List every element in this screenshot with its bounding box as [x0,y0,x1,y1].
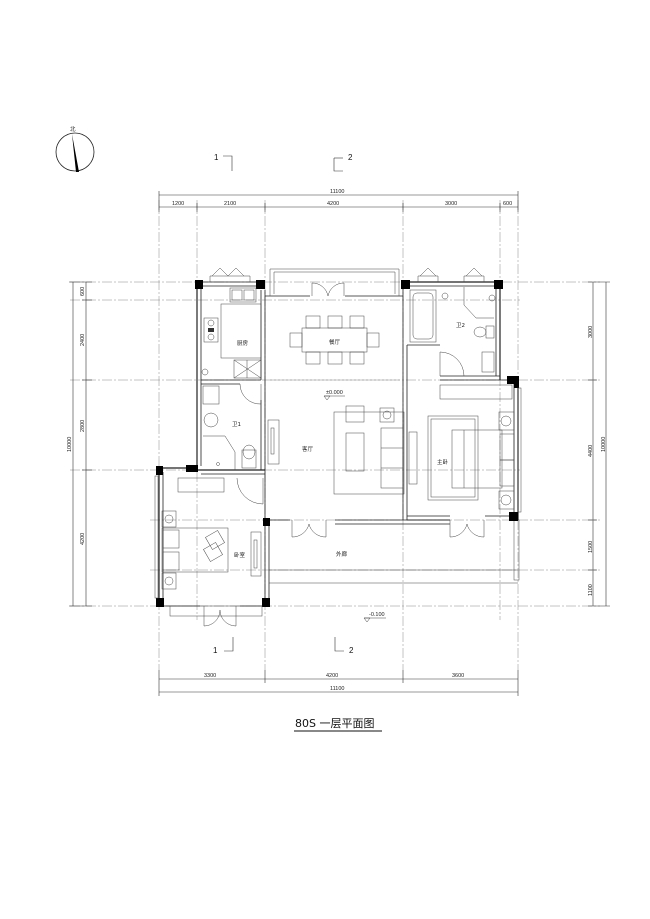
svg-text:1100: 1100 [588,584,594,596]
north-arrow-icon: 北 [55,125,95,172]
master-bedroom-furniture [408,384,515,510]
room-label-living: 客厅 [302,445,314,453]
svg-text:±0.000: ±0.000 [326,390,343,396]
section-mark-bottom-left: 1 [213,637,234,655]
room-label-bath2: 卫2 [456,322,465,329]
svg-text:1200: 1200 [172,201,184,207]
room-label-bedroom: 卧室 [234,551,246,559]
svg-text:3300: 3300 [204,673,216,679]
top-dimensions: 11100 1200 2100 4200 3000 600 [158,189,519,212]
svg-text:2: 2 [349,646,354,655]
columns [156,280,519,607]
svg-text:1: 1 [214,153,219,162]
axis-grid [70,200,600,670]
svg-text:10000: 10000 [67,437,73,452]
svg-text:2: 2 [348,153,353,162]
svg-text:3600: 3600 [452,673,464,679]
svg-text:80S 一层平面图: 80S 一层平面图 [295,717,374,730]
section-mark-top-left: 1 [214,153,233,171]
room-label-dining: 餐厅 [329,338,341,346]
north-label: 北 [70,125,76,133]
svg-text:600: 600 [80,287,86,296]
svg-text:10000: 10000 [601,437,607,452]
svg-text:11100: 11100 [330,686,344,692]
room-label-veranda: 外廊 [336,550,348,558]
room-label-master-bedroom: 主卧 [437,458,449,466]
level-mark-exterior: -0.100 [363,612,386,623]
svg-text:2800: 2800 [80,420,86,432]
svg-text:3000: 3000 [445,201,457,207]
section-mark-top-right: 2 [333,153,353,172]
right-dimensions: 3000 4400 1500 1100 10000 [588,281,610,607]
bath1-fixtures [202,385,280,470]
svg-text:1: 1 [213,646,218,655]
svg-text:-0.100: -0.100 [369,612,385,618]
svg-text:4200: 4200 [80,533,86,545]
drawing-title: 80S 一层平面图 [294,717,382,732]
svg-text:4400: 4400 [588,445,594,457]
svg-text:2100: 2100 [224,201,236,207]
dining-table [270,315,400,381]
svg-text:11100: 11100 [330,189,344,195]
left-dimensions: 600 2400 2800 4200 10000 [67,281,92,607]
svg-text:1500: 1500 [588,541,594,553]
svg-text:600: 600 [503,201,512,207]
svg-text:4200: 4200 [327,201,339,207]
kitchen-fixtures [201,287,262,379]
svg-text:2400: 2400 [80,334,86,346]
bath2-fixtures [409,287,496,373]
room-label-kitchen: 厨房 [237,339,249,347]
svg-text:3000: 3000 [588,326,594,338]
living-furniture [333,405,405,495]
section-mark-bottom-right: 2 [334,637,354,655]
bottom-dimensions: 3300 4200 3600 11100 [158,670,519,696]
level-mark-interior: ±0.000 [323,390,345,401]
windows-and-doors [154,267,522,627]
room-label-bath1: 卫1 [232,421,241,428]
svg-text:4200: 4200 [326,673,338,679]
bedroom-furniture [161,477,262,590]
